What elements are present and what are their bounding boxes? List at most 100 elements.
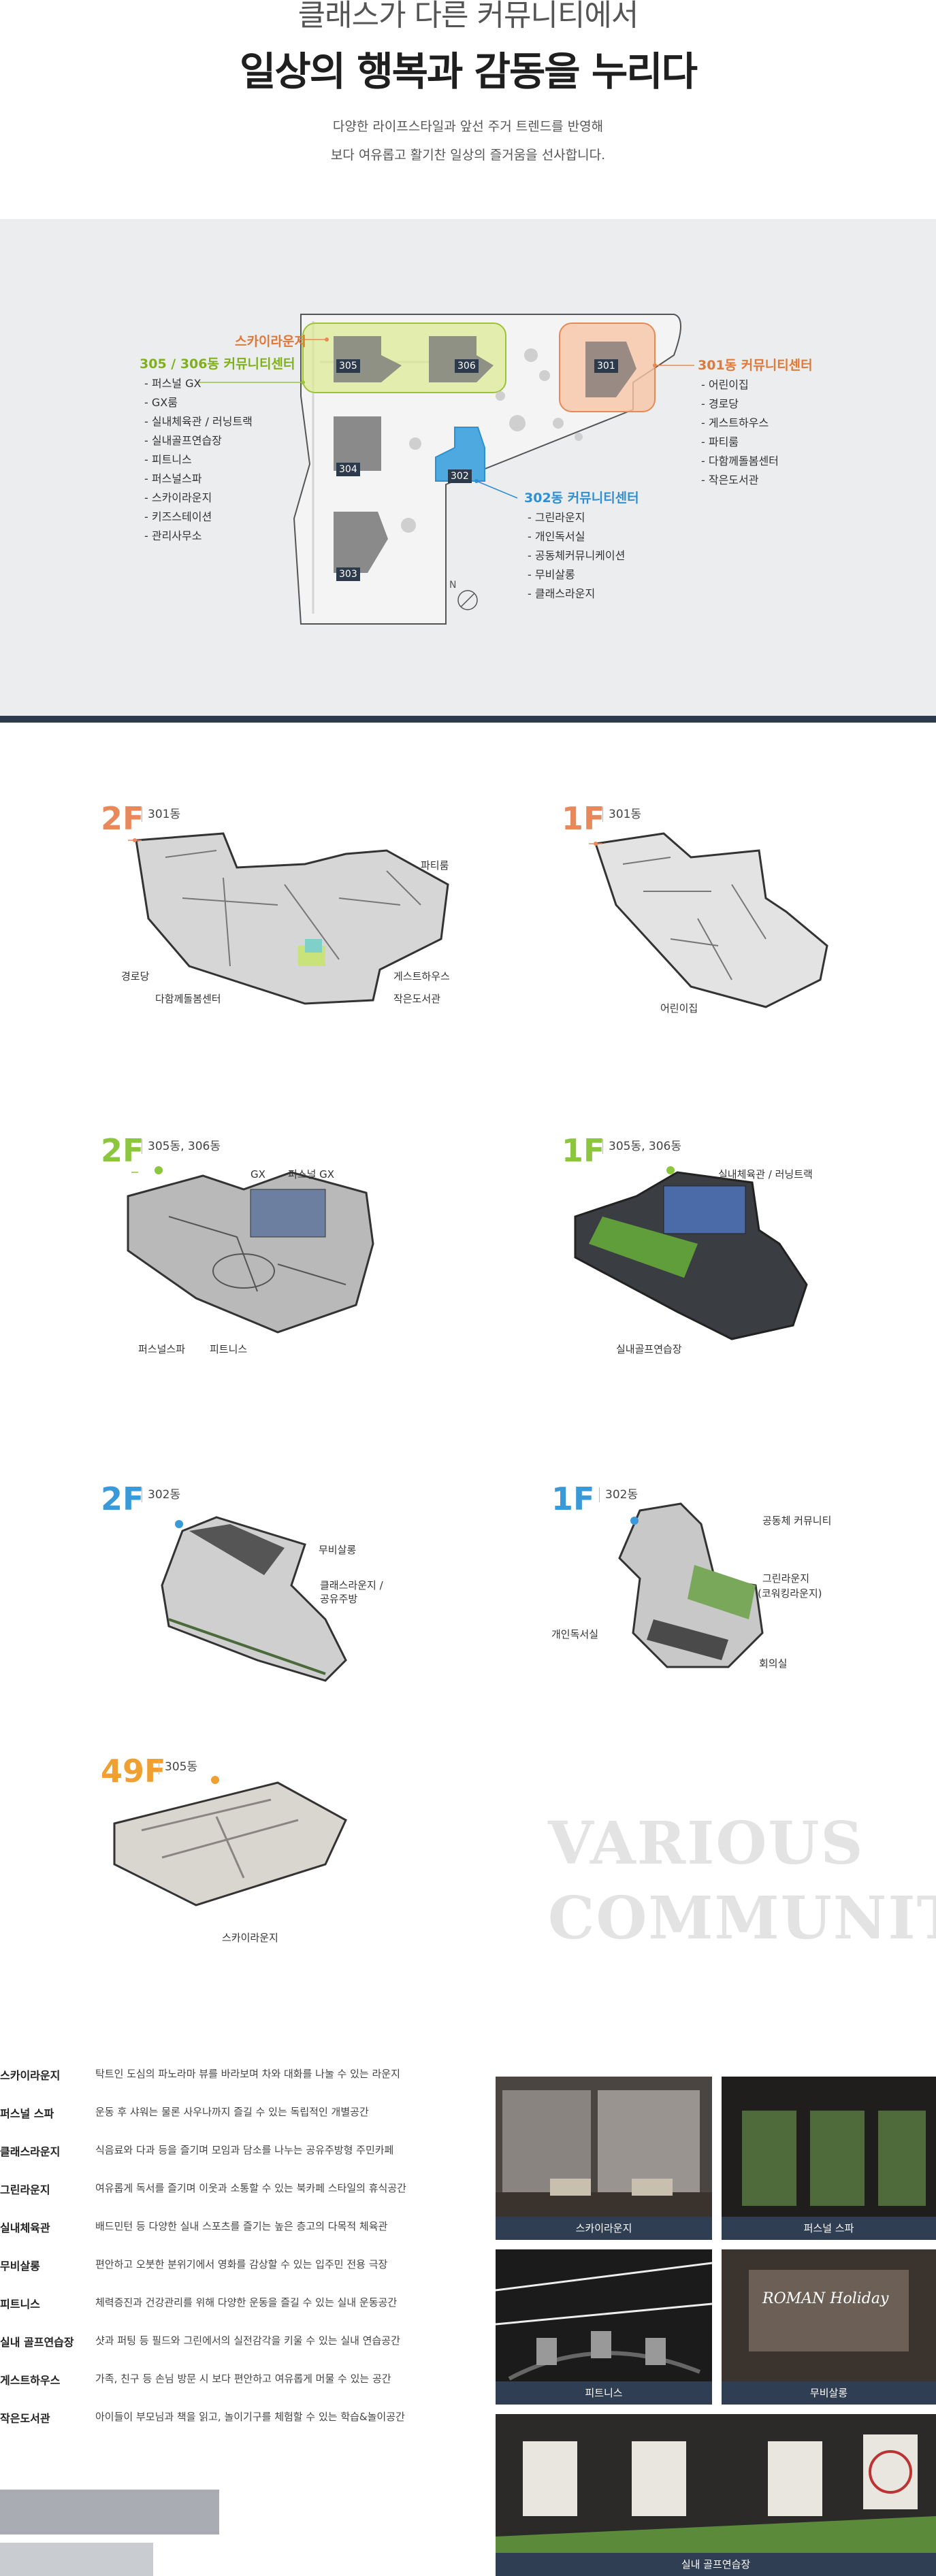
green-center-item: - 스카이라운지 bbox=[144, 491, 212, 504]
photo-golf-range: 실내 골프연습장 bbox=[496, 2414, 936, 2576]
blue-center-item: - 무비살롱 bbox=[528, 568, 575, 581]
floor-plan-drawing bbox=[127, 1166, 374, 1334]
compass-icon: N bbox=[449, 580, 457, 591]
facility-row: 실내 골프연습장 샷과 퍼팅 등 필드와 그린에서의 실전감각을 키울 수 있는… bbox=[0, 2333, 477, 2371]
photo-caption: 퍼스널 스파 bbox=[722, 2217, 936, 2240]
photo-caption: 실내 골프연습장 bbox=[496, 2553, 936, 2576]
blue-center-title: 302동 커뮤니티센터 bbox=[524, 491, 639, 506]
orange-center-item: - 다함께돌봄센터 bbox=[701, 455, 779, 467]
floor-plan-301-1f: 1F 301동 어린이집 bbox=[562, 803, 848, 1021]
floor-label: 경로당 bbox=[121, 970, 150, 982]
facility-desc: 운동 후 샤워는 물론 사우나까지 즐길 수 있는 독립적인 개별공간 bbox=[95, 2106, 369, 2118]
various-line-2: COMMUNITY bbox=[548, 1884, 936, 1953]
floor-number: 1F bbox=[551, 1481, 595, 1517]
green-center-item: - 퍼스널 GX bbox=[144, 377, 201, 390]
building-301-tag: 301 bbox=[594, 359, 618, 373]
green-center-item: - 키즈스테이션 bbox=[144, 510, 212, 523]
floor-plan-305-306-1f: 1F 305동, 306동 실내체육관 / 러닝트랙 실내골프연습장 bbox=[562, 1135, 848, 1359]
skylounge-image bbox=[496, 2077, 712, 2240]
floor-plan-302-2f: 2F 302동 무비살롱 클래스라운지 / 공유주방 bbox=[101, 1483, 455, 1687]
floor-plan-305-49f: 49F 305동 스카이라운지 bbox=[101, 1755, 455, 1946]
green-center-item: - 관리사무소 bbox=[144, 529, 202, 542]
floor-plan-305-306-2f: 2F 305동, 306동 GX 퍼스널 GX 퍼스널스파 피트니스 bbox=[101, 1135, 455, 1359]
floor-plan-drawing bbox=[618, 1502, 764, 1668]
hero-desc-line-2: 보다 여유롭고 활기찬 일상의 즐거움을 선사합니다. bbox=[330, 148, 606, 163]
movie-sign: ROMAN Holiday bbox=[762, 2290, 889, 2307]
floor-label: 작은도서관 bbox=[393, 993, 441, 1005]
facility-name: 게스트하우스 bbox=[0, 2374, 61, 2387]
orange-center-item: - 작은도서관 bbox=[701, 474, 759, 486]
floor-number: 49F bbox=[101, 1753, 166, 1789]
building-306-tag: 306 bbox=[455, 359, 479, 373]
facility-desc: 여유롭게 독서를 즐기며 이웃과 소통할 수 있는 북카페 스타일의 휴식공간 bbox=[95, 2182, 406, 2194]
floor-label: 파티룸 bbox=[421, 859, 449, 872]
photo-skylounge: 스카이라운지 bbox=[496, 2077, 712, 2240]
blue-center-item: - 그린라운지 bbox=[528, 511, 585, 524]
golf-range-image bbox=[496, 2414, 936, 2576]
green-center-item: - GX룸 bbox=[144, 396, 178, 409]
orange-center-item: - 게스트하우스 bbox=[701, 416, 769, 429]
floor-dong: 301동 bbox=[602, 807, 641, 822]
orange-center-title: 301동 커뮤니티센터 bbox=[698, 358, 813, 373]
floor-label: 공유주방 bbox=[320, 1593, 358, 1605]
various-community-heading: VARIOUS COMMUNITY bbox=[548, 1806, 936, 1956]
green-center-item: - 퍼스널스파 bbox=[144, 472, 202, 485]
decorative-bar bbox=[0, 2543, 153, 2576]
photo-fitness: 피트니스 bbox=[496, 2249, 712, 2405]
hero-desc-line-1: 다양한 라이프스타일과 앞선 주거 트렌드를 반영해 bbox=[332, 119, 604, 134]
floor-label: 공동체 커뮤니티 bbox=[762, 1515, 832, 1527]
hero-description: 다양한 라이프스타일과 앞선 주거 트렌드를 반영해 보다 여유롭고 활기찬 일… bbox=[0, 112, 936, 169]
facility-row: 피트니스 체력증진과 건강관리를 위해 다양한 운동을 즐길 수 있는 실내 운… bbox=[0, 2295, 477, 2333]
building-302-tag: 302 bbox=[448, 469, 472, 483]
floor-number: 1F bbox=[562, 1132, 605, 1169]
facility-name: 실내체육관 bbox=[0, 2222, 50, 2234]
floor-number: 2F bbox=[101, 1481, 144, 1517]
hero-title: 일상의 행복과 감동을 누리다 bbox=[240, 48, 698, 95]
facility-desc: 체력증진과 건강관리를 위해 다양한 운동을 즐길 수 있는 실내 운동공간 bbox=[95, 2296, 398, 2309]
decorative-bar bbox=[0, 2490, 219, 2534]
photo-caption: 피트니스 bbox=[496, 2381, 712, 2405]
floor-label: (코워킹라운지) bbox=[758, 1587, 822, 1600]
green-center-list: - 퍼스널 GX - GX룸 - 실내체육관 / 러닝트랙 - 실내골프연습장 … bbox=[144, 374, 253, 546]
facility-name: 퍼스널 스파 bbox=[0, 2107, 54, 2120]
floor-dong: 302동 bbox=[142, 1487, 180, 1502]
floor-plan-drawing bbox=[589, 832, 828, 1008]
floor-dong: 305동, 306동 bbox=[602, 1139, 681, 1154]
floor-label: 실내체육관 / 러닝트랙 bbox=[718, 1168, 813, 1180]
orange-center-item: - 어린이집 bbox=[701, 378, 749, 391]
building-303-tag: 303 bbox=[336, 567, 360, 581]
orange-center-list: - 어린이집 - 경로당 - 게스트하우스 - 파티룸 - 다함께돌봄센터 - … bbox=[701, 376, 779, 490]
facility-desc: 배드민턴 등 다양한 실내 스포츠를 즐기는 높은 층고의 다목적 체육관 bbox=[95, 2220, 388, 2232]
floor-plan-drawing bbox=[574, 1166, 808, 1340]
facility-row: 퍼스널 스파 운동 후 샤워는 물론 사우나까지 즐길 수 있는 독립적인 개별… bbox=[0, 2104, 477, 2143]
facility-name: 클래스라운지 bbox=[0, 2145, 61, 2158]
floor-label: 회의실 bbox=[759, 1657, 788, 1670]
facility-name: 무비살롱 bbox=[0, 2260, 40, 2273]
facility-row: 게스트하우스 가족, 친구 등 손님 방문 시 보다 편안하고 여유롭게 머물 … bbox=[0, 2371, 477, 2409]
floor-label: 퍼스널 GX bbox=[288, 1168, 335, 1180]
facility-name: 스카이라운지 bbox=[0, 2069, 61, 2082]
facility-desc: 탁트인 도심의 파노라마 뷰를 바라보며 차와 대화를 나눌 수 있는 라운지 bbox=[95, 2068, 400, 2080]
floor-dong: 305동, 306동 bbox=[142, 1139, 221, 1154]
building-305-tag: 305 bbox=[336, 359, 360, 373]
floor-label: 스카이라운지 bbox=[222, 1932, 278, 1944]
blue-center-item: - 개인독서실 bbox=[528, 530, 585, 543]
floor-plan-drawing bbox=[113, 1776, 347, 1906]
floor-label: 그린라운지 bbox=[762, 1572, 810, 1585]
facility-name: 그린라운지 bbox=[0, 2183, 50, 2196]
facility-desc: 가족, 친구 등 손님 방문 시 보다 편안하고 여유롭게 머물 수 있는 공간 bbox=[95, 2373, 391, 2385]
floor-label: 개인독서실 bbox=[551, 1628, 599, 1640]
floor-number: 2F bbox=[101, 800, 144, 837]
green-center-item: - 피트니스 bbox=[144, 453, 192, 466]
floor-label: 무비살롱 bbox=[319, 1544, 357, 1556]
facility-desc: 아이들이 부모님과 책을 읽고, 놀이기구를 체험할 수 있는 학습&놀이공간 bbox=[95, 2411, 405, 2423]
floor-label: 클래스라운지 / bbox=[320, 1579, 383, 1591]
facility-name: 작은도서관 bbox=[0, 2412, 50, 2425]
blue-center-item: - 공동체커뮤니케이션 bbox=[528, 549, 626, 562]
various-line-1: VARIOUS bbox=[548, 1809, 865, 1878]
facility-desc: 샷과 퍼팅 등 필드와 그린에서의 실전감각을 키울 수 있는 실내 연습공간 bbox=[95, 2334, 400, 2347]
blue-center-list: - 그린라운지 - 개인독서실 - 공동체커뮤니케이션 - 무비살롱 - 클래스… bbox=[528, 508, 625, 604]
green-center-item: - 실내체육관 / 러닝트랙 bbox=[144, 415, 253, 428]
facility-row: 스카이라운지 탁트인 도심의 파노라마 뷰를 바라보며 차와 대화를 나눌 수 … bbox=[0, 2066, 477, 2104]
